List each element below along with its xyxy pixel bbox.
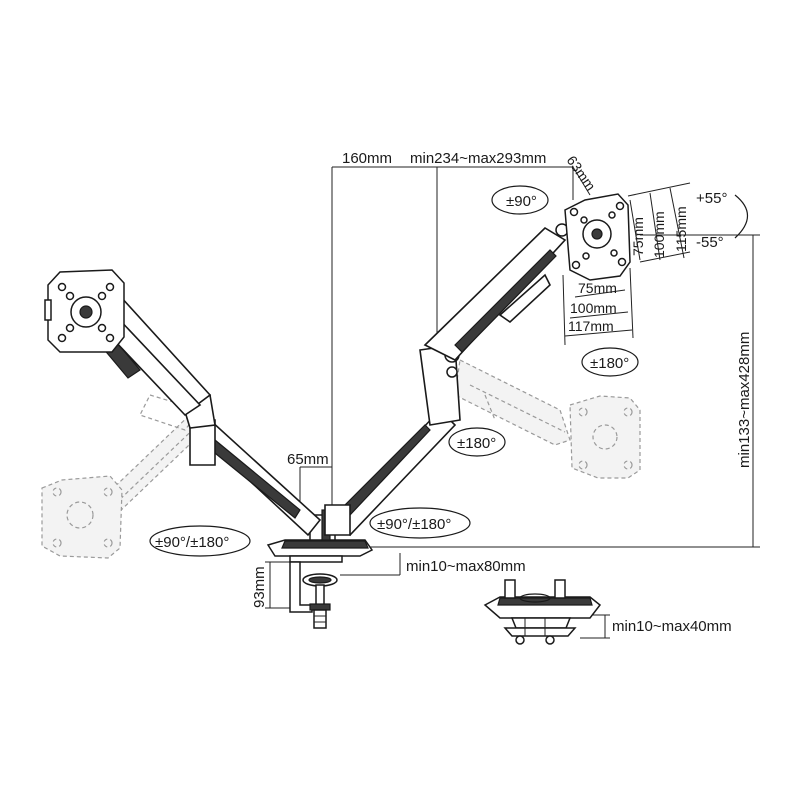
swivel-mid-label: ±180° — [457, 435, 496, 452]
clamp-depth-label: 93mm — [251, 566, 268, 608]
vesa-horizontal-117-label: 117mm — [568, 318, 614, 334]
offset-label: 160mm — [342, 150, 392, 167]
dimension-lines — [265, 166, 760, 639]
pole-gap-label: 65mm — [287, 451, 329, 468]
ghost-right-arm — [454, 359, 571, 446]
base-swivel-left-label: ±90°/±180° — [155, 534, 229, 551]
arm-reach-label: min234~max293mm — [410, 150, 546, 167]
vesa-vertical-100-label: 100mm — [651, 211, 667, 258]
vesa-horizontal-100-label: 100mm — [570, 300, 617, 316]
clamp-range-label: min10~max80mm — [406, 558, 526, 575]
head-rotate-label: ±90° — [506, 193, 537, 210]
ghost-left-vesa-plate — [41, 475, 123, 559]
right-arm — [324, 223, 569, 537]
vesa-vertical-115-label: 115mm — [673, 206, 689, 252]
height-range-label: min133~max428mm — [736, 332, 753, 468]
tilt-down-label: -55° — [696, 234, 724, 251]
left-vesa-plate — [44, 269, 125, 353]
grommet-range-label: min10~max40mm — [612, 618, 732, 635]
tilt-up-label: +55° — [696, 190, 727, 207]
ghost-right-vesa-plate — [569, 395, 641, 479]
right-vesa-plate — [564, 193, 631, 281]
base-swivel-right-label: ±90°/±180° — [377, 516, 451, 533]
vesa-horizontal-75-label: 75mm — [578, 280, 617, 296]
grommet-base — [483, 579, 602, 645]
swivel-upper-label: ±180° — [590, 355, 629, 372]
vesa-vertical-75-label: 75mm — [630, 217, 646, 256]
head-offset-label: 63mm — [564, 153, 599, 194]
desk-base — [266, 539, 374, 629]
rotation-arrows — [149, 185, 749, 557]
